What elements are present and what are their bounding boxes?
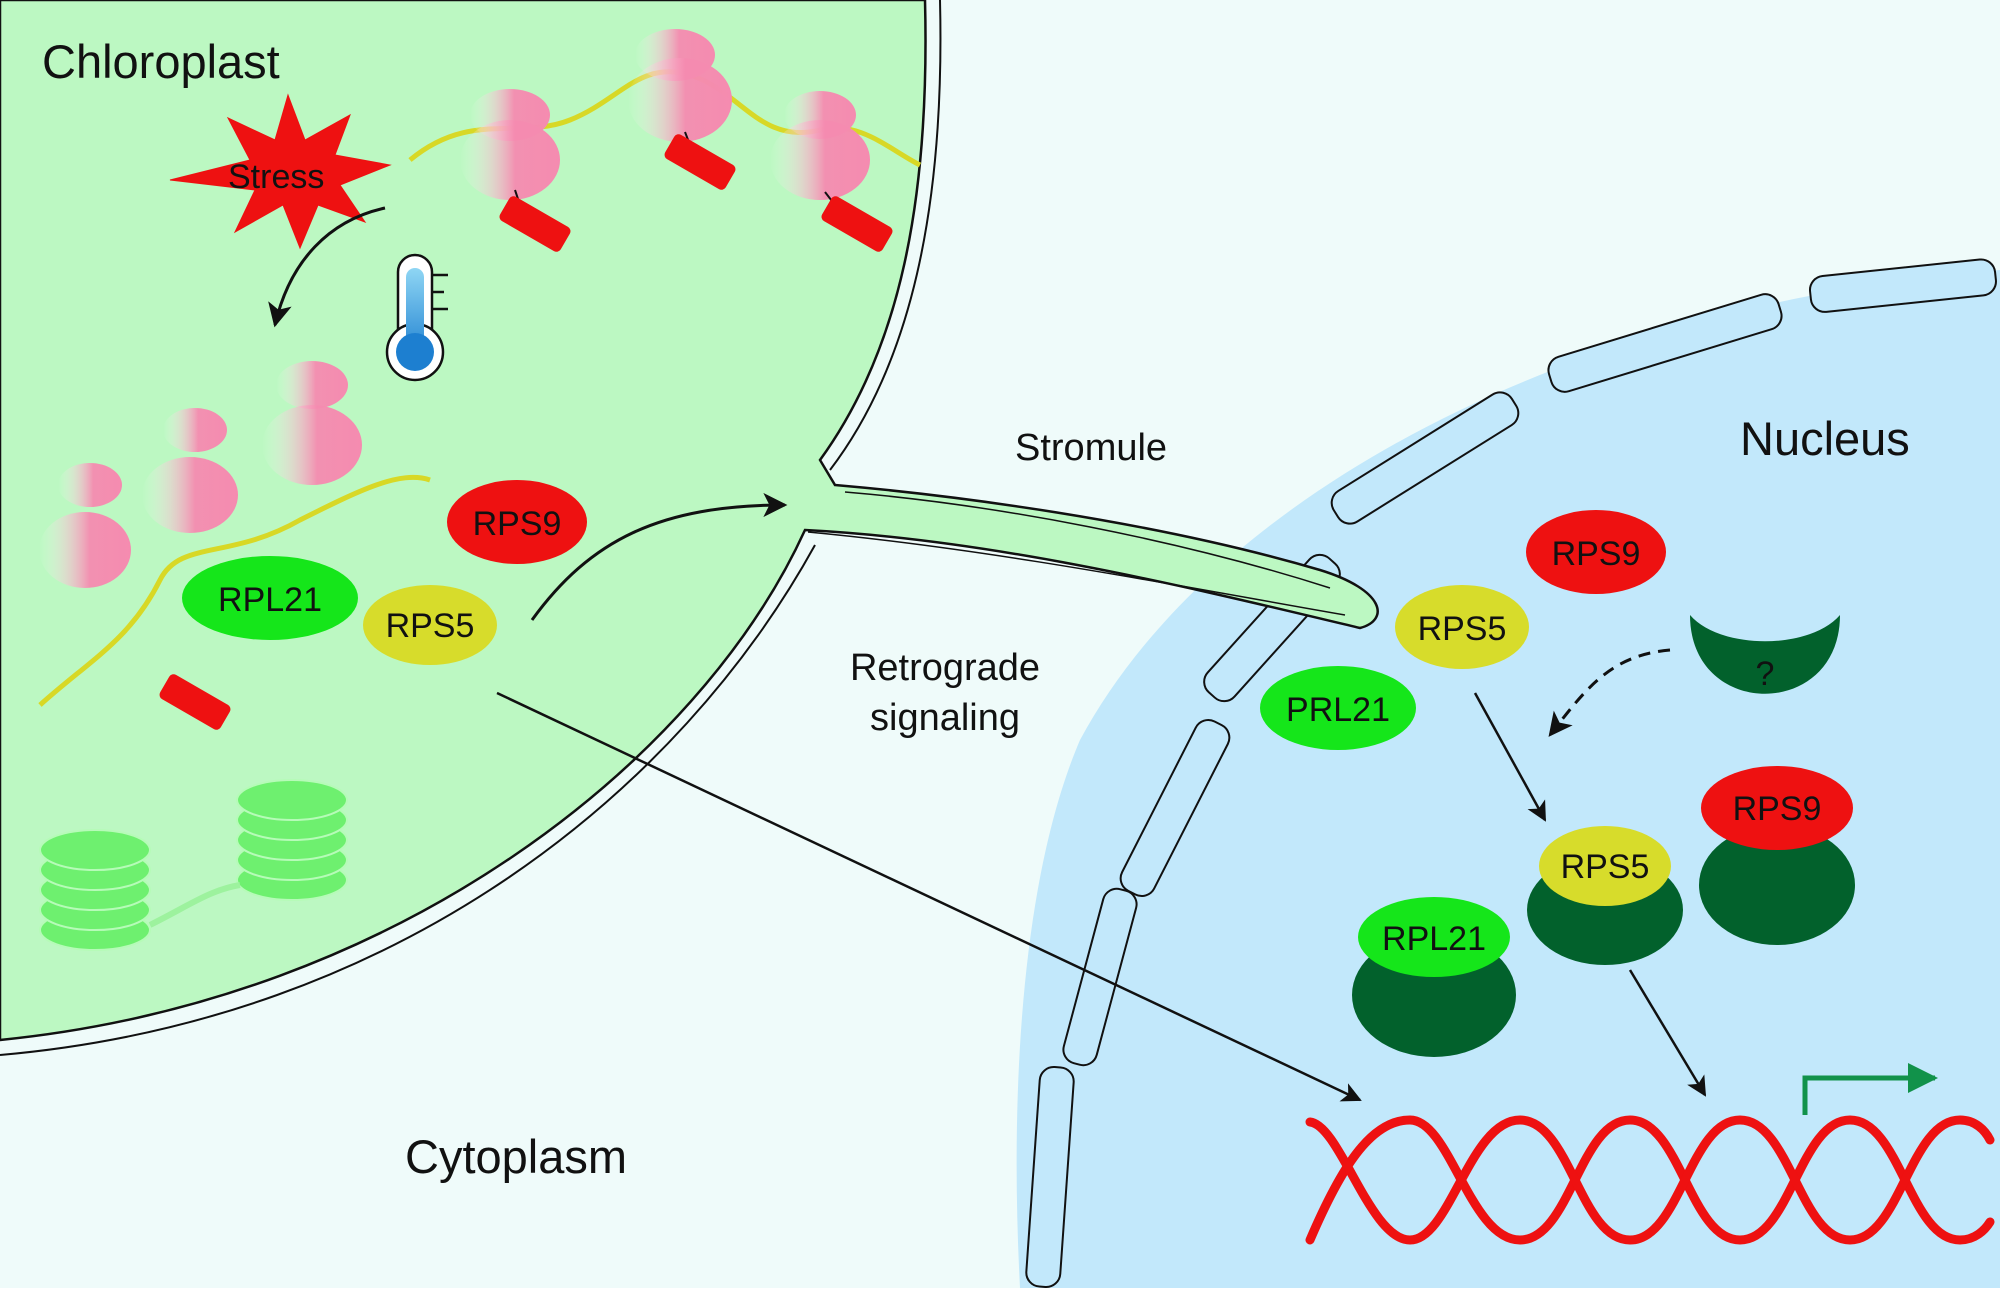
retrograde-label-line1: Retrograde — [850, 647, 1040, 689]
thylakoid-stacks — [39, 779, 348, 951]
rps9-pill — [447, 480, 587, 564]
nascent-peptide — [499, 196, 571, 252]
rpl21-label: RPL21 — [218, 581, 322, 619]
rpl21-complex-pill — [1358, 897, 1510, 977]
chloroplast-label: Chloroplast — [42, 35, 280, 88]
rps9-complex-pill — [1701, 766, 1853, 850]
dna-helix — [1305, 1115, 1995, 1245]
stromule-label: Stromule — [1015, 427, 1167, 469]
ribosome-large-subunit — [460, 120, 560, 200]
stress-label: Stress — [228, 158, 324, 196]
rps5-label: RPS5 — [386, 607, 475, 645]
rps9-complex-partner — [1699, 825, 1855, 945]
rps5-pill — [363, 585, 497, 665]
rps9-label: RPS9 — [473, 505, 562, 543]
cytoplasm-label: Cytoplasm — [405, 1130, 627, 1183]
export-arrow — [530, 493, 788, 621]
translating-mrna — [408, 29, 922, 252]
stress-arrow — [268, 206, 386, 328]
dissociated-ribosomes — [38, 361, 431, 730]
nucleus-rps5-pill — [1395, 585, 1529, 669]
stress-burst: Stress — [169, 93, 392, 250]
nucleus-rps5-label: RPS5 — [1418, 610, 1507, 648]
retrograde-label-line2: signaling — [870, 697, 1020, 739]
unknown-partner-shape — [1690, 615, 1840, 694]
nucleus-free-proteins: RPS9 RPS5 PRL21 ? — [1260, 510, 1840, 750]
rps5-complex-label: RPS5 — [1561, 848, 1650, 886]
thermometer-icon — [385, 253, 448, 382]
nucleus-prl21-label: PRL21 — [1286, 691, 1390, 729]
chloroplast-proteins: RPL21 RPS5 RPS9 — [182, 480, 587, 665]
rps5-complex-pill — [1539, 826, 1671, 906]
rps9-complex-label: RPS9 — [1733, 790, 1822, 828]
unknown-partner-label: ? — [1756, 655, 1775, 693]
nucleus-prl21-pill — [1260, 666, 1416, 750]
rpl21-pill — [182, 556, 358, 640]
nucleus-complexes: RPS9 RPS5 RPL21 — [1352, 766, 1855, 1057]
nucleus-rps9-label: RPS9 — [1552, 535, 1641, 573]
rpl21-complex-label: RPL21 — [1382, 920, 1486, 958]
chloroplast-region — [0, 0, 1379, 1056]
rps5-binding-arrow — [1473, 692, 1547, 822]
nucleus-label: Nucleus — [1740, 412, 1910, 465]
signal-to-dna-arrow — [496, 691, 1362, 1102]
nucleus-rps9-pill — [1526, 510, 1666, 594]
transcription-start-arrow — [1802, 1063, 1938, 1115]
complex-to-dna-arrow — [1628, 969, 1707, 1097]
